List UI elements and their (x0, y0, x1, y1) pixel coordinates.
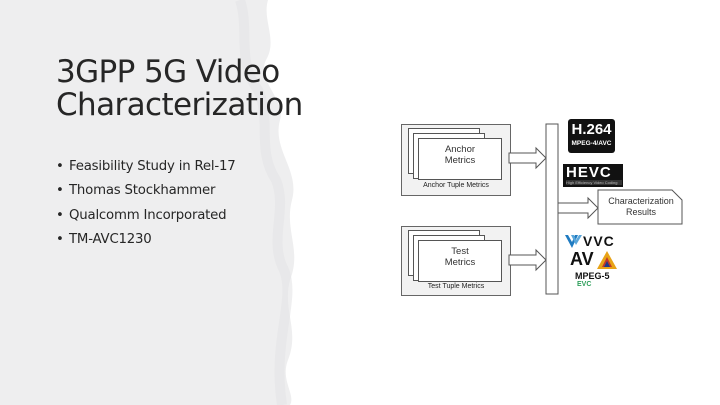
results-line-1: Characterization (608, 196, 674, 206)
bullet-item: • Qualcomm Incorporated (56, 204, 236, 228)
h264-logo-sub: MPEG-4/AVC (571, 140, 612, 147)
anchor-metrics-line-1: Anchor (444, 144, 476, 155)
evc-text: EVC (577, 281, 592, 288)
test-metrics-box (418, 240, 502, 282)
results-box-shape (597, 189, 683, 225)
bullet-dot: • (56, 159, 64, 174)
bullet-dot: • (56, 231, 64, 247)
bullet-item: • Thomas Stockhammer (56, 179, 236, 203)
test-tuple-label: Test Tuple Metrics (427, 283, 485, 290)
hevc-logo-sub: High Efficiency Video Coding (566, 180, 622, 185)
test-metrics-label: Test Metrics (418, 246, 502, 268)
vvc-logo: VVC (565, 233, 625, 249)
hevc-logo-main: HEVC (566, 164, 612, 181)
results-arrow-icon (557, 196, 599, 220)
anchor-metrics-box (418, 138, 502, 180)
bullet-text: Thomas Stockhammer (69, 183, 216, 199)
results-line-2: Results (625, 207, 656, 217)
mpeg5-evc-logo: MPEG-5 EVC (575, 271, 625, 293)
slide-title: 3GPP 5G Video Characterization (56, 56, 356, 122)
test-metrics-line-1: Test (451, 246, 469, 257)
mpeg5-text: MPEG-5 (575, 271, 610, 281)
test-arrow-icon (508, 248, 547, 272)
vvc-text: VVC (583, 233, 615, 249)
results-label: Characterization Results (600, 196, 682, 218)
merge-bar (545, 123, 559, 295)
bullet-text: Qualcomm Incorporated (69, 207, 227, 223)
bullet-item: • TM-AVC1230 (56, 228, 236, 252)
h264-logo-main: H.264 (571, 121, 612, 138)
av1-triangle-icon (597, 251, 617, 269)
slide-title-line-1: 3GPP 5G Video (56, 54, 280, 90)
av1-text: AV (570, 249, 594, 269)
hevc-logo: HEVC High Efficiency Video Coding (563, 164, 623, 187)
vvc-icon (565, 235, 582, 248)
bullet-text: TM-AVC1230 (69, 231, 152, 247)
bullet-item: • Feasibility Study in Rel-17 (56, 155, 236, 179)
bullet-text: Feasibility Study in Rel-17 (69, 159, 236, 174)
av1-logo: AV (570, 249, 620, 270)
test-metrics-line-2: Metrics (444, 257, 476, 268)
anchor-metrics-line-2: Metrics (444, 155, 476, 166)
bullet-dot: • (56, 183, 64, 199)
slide-title-line-2: Characterization (56, 87, 303, 123)
anchor-arrow-icon (508, 146, 547, 170)
bullet-list: • Feasibility Study in Rel-17 • Thomas Sto… (56, 155, 236, 252)
anchor-tuple-label: Anchor Tuple Metrics (423, 182, 489, 189)
anchor-metrics-label: Anchor Metrics (418, 144, 502, 166)
h264-logo: H.264 MPEG-4/AVC (568, 119, 615, 153)
bullet-dot: • (56, 207, 64, 223)
